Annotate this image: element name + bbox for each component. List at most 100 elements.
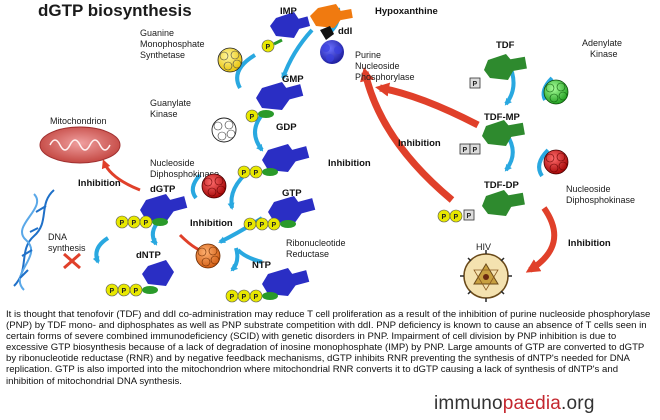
hiv-virus-icon [460,250,512,302]
brand-part-3: .org [561,393,595,414]
dgtp-phosphate-3: P [144,220,149,227]
tdf-phosphate: P [473,81,478,88]
adenylate-kinase-enzyme [543,79,569,105]
dgtp-molecule: P P P [115,194,188,229]
ndpk-left-enzyme [201,173,227,199]
label-gmp-synthetase-line1: Guanine [140,28,174,38]
ntp-phosphate-3: P [254,294,259,301]
diagram-title: dGTP biosynthesis [38,1,192,20]
pnp-enzyme [320,40,344,64]
gtp-phosphate-2: P [260,222,265,229]
label-tdf: TDF [496,40,515,51]
label-ddi: ddI [338,26,352,37]
label-adenylate-kinase-line1: Adenylate [582,38,622,48]
arrow-rnr-to-dntp [230,247,240,272]
arrow-ntp-to-rnr [236,248,263,264]
label-dna: DNA [48,232,67,242]
tdf-dp-phosphate-3: P [467,213,472,220]
label-gmp-synthetase-line3: Synthetase [140,50,185,60]
label-rnr-line2: Reductase [286,249,329,259]
imp-molecule: P [261,12,311,53]
dgtp-phosphate-2: P [132,220,137,227]
label-inhibition-hiv: Inhibition [568,238,611,249]
arrow-ndpk-right-curve [537,148,550,178]
mitochondrion [39,126,121,164]
arrow-imp-to-gmp [281,28,314,80]
arrow-dna-synthesis [92,236,110,264]
label-synthesis: synthesis [48,243,86,253]
guanylate-kinase-enzyme [211,117,237,143]
pathway-diagram: P IMP Hypoxanthine ddI Purine Nucleoside… [13,4,635,303]
block-x-icon [63,252,81,270]
gdp-phosphate-2: P [254,170,259,177]
label-pnp-line2: Nucleoside [355,61,400,71]
dntp-phosphate-1: P [110,288,115,295]
ddi-molecule [320,26,334,40]
label-mitochondrion: Mitochondrion [50,116,107,126]
label-ndpk-left-line2: Diphosphokinase [150,169,219,179]
label-inhibition-mitochondrion: Inhibition [78,178,121,189]
gmp-molecule: P [245,82,304,123]
label-ndpk-right-line2: Diphosphokinase [566,195,635,205]
gtp-phosphate-3: P [272,222,277,229]
label-gmp-synthetase-line2: Monophosphate [140,39,205,49]
ntp-molecule: P P P [225,268,310,303]
gdp-phosphate-1: P [242,170,247,177]
label-imp: IMP [280,6,298,17]
figure-caption: It is thought that tenofovir (TDF) and d… [6,309,651,387]
label-rnr-line1: Ribonucleotide [286,238,346,248]
label-inhibition-rnr: Inhibition [190,218,233,229]
brand-part-1: immuno [434,393,503,414]
tdf-molecule: P [469,54,527,89]
arrow-inhibition-tdfdp-pnp [360,67,455,203]
gtp-phosphate-1: P [248,222,253,229]
gmp-phosphate: P [250,114,255,121]
arrow-synthetase-curve [235,53,257,89]
label-guanylate-kinase-line1: Guanylate [150,98,191,108]
label-dgtp: dGTP [150,184,176,195]
label-inhibition-pnp-mp: Inhibition [398,138,441,149]
arrow-gmp-to-gdp [253,113,264,152]
arrow-inhibition-hiv [525,206,558,273]
label-ndpk-right-line1: Nucleoside [566,184,611,194]
label-hiv: HIV [476,242,491,252]
gdp-molecule: P P [237,144,310,179]
tdf-mp-phosphate-2: P [473,147,478,154]
arrow-inhibition-mitochondrion [101,159,141,192]
label-dntp: dNTP [136,250,161,261]
tdf-mp-phosphate-1: P [463,147,468,154]
ntp-phosphate-1: P [230,294,235,301]
arrow-ndpk-curve [190,173,202,200]
label-guanylate-kinase-line2: Kinase [150,109,178,119]
label-hypoxanthine: Hypoxanthine [375,6,438,17]
dna-helix-icon [13,189,55,291]
label-inhibition-pnp-dp: Inhibition [328,158,371,169]
hypoxanthine-molecule [310,4,353,28]
brand-part-2: paedia [502,393,562,414]
dgtp-phosphate-1: P [120,220,125,227]
gtp-molecule: P P P [243,196,316,231]
label-gmp: GMP [282,74,304,85]
label-ntp: NTP [252,260,272,271]
label-ndpk-left-line1: Nucleoside [150,158,195,168]
label-pnp-line3: Phosphorylase [355,72,415,82]
label-tdf-mp: TDF-MP [484,112,521,123]
dntp-phosphate-3: P [134,288,139,295]
arrow-inhibition-tdfmp-pnp [375,82,480,129]
tdf-dp-phosphate-2: P [454,214,459,221]
tdf-mp-molecule: P P [459,120,525,155]
tdf-dp-molecule: P P P [437,190,525,223]
inhibition-arrows [101,67,558,273]
label-gdp: GDP [276,122,297,133]
label-pnp-line1: Purine [355,50,381,60]
dntp-phosphate-2: P [122,288,127,295]
label-tdf-dp: TDF-DP [484,180,519,191]
brand-logo: immunopaedia.org [434,393,595,415]
label-adenylate-kinase-line2: Kinase [590,49,618,59]
dntp-molecule: P P P [105,260,174,297]
label-gtp: GTP [282,188,302,199]
imp-phosphate: P [266,44,271,51]
gmp-synthetase-enzyme [217,47,243,73]
ndpk-right-enzyme [543,149,569,175]
